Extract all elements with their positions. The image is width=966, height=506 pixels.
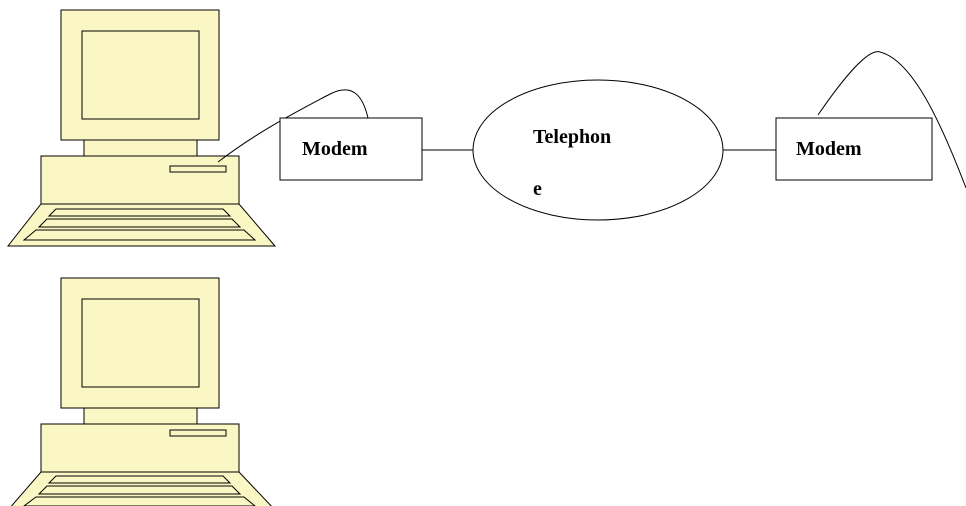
cable-computer-to-modem-left xyxy=(217,89,369,163)
computer-1-icon xyxy=(6,9,277,247)
modem-right: Modem xyxy=(775,117,933,181)
telephone-network: Telephon e xyxy=(472,79,724,221)
telephone-label-line-2: e xyxy=(533,178,542,200)
modem-right-label: Modem xyxy=(796,138,862,160)
cable-modem-right-outgoing xyxy=(817,51,966,189)
computer-2-icon xyxy=(10,277,272,506)
modem-left: Modem xyxy=(279,117,423,181)
telephone-label-line-1: Telephon xyxy=(533,126,611,148)
modem-left-label: Modem xyxy=(302,138,368,160)
